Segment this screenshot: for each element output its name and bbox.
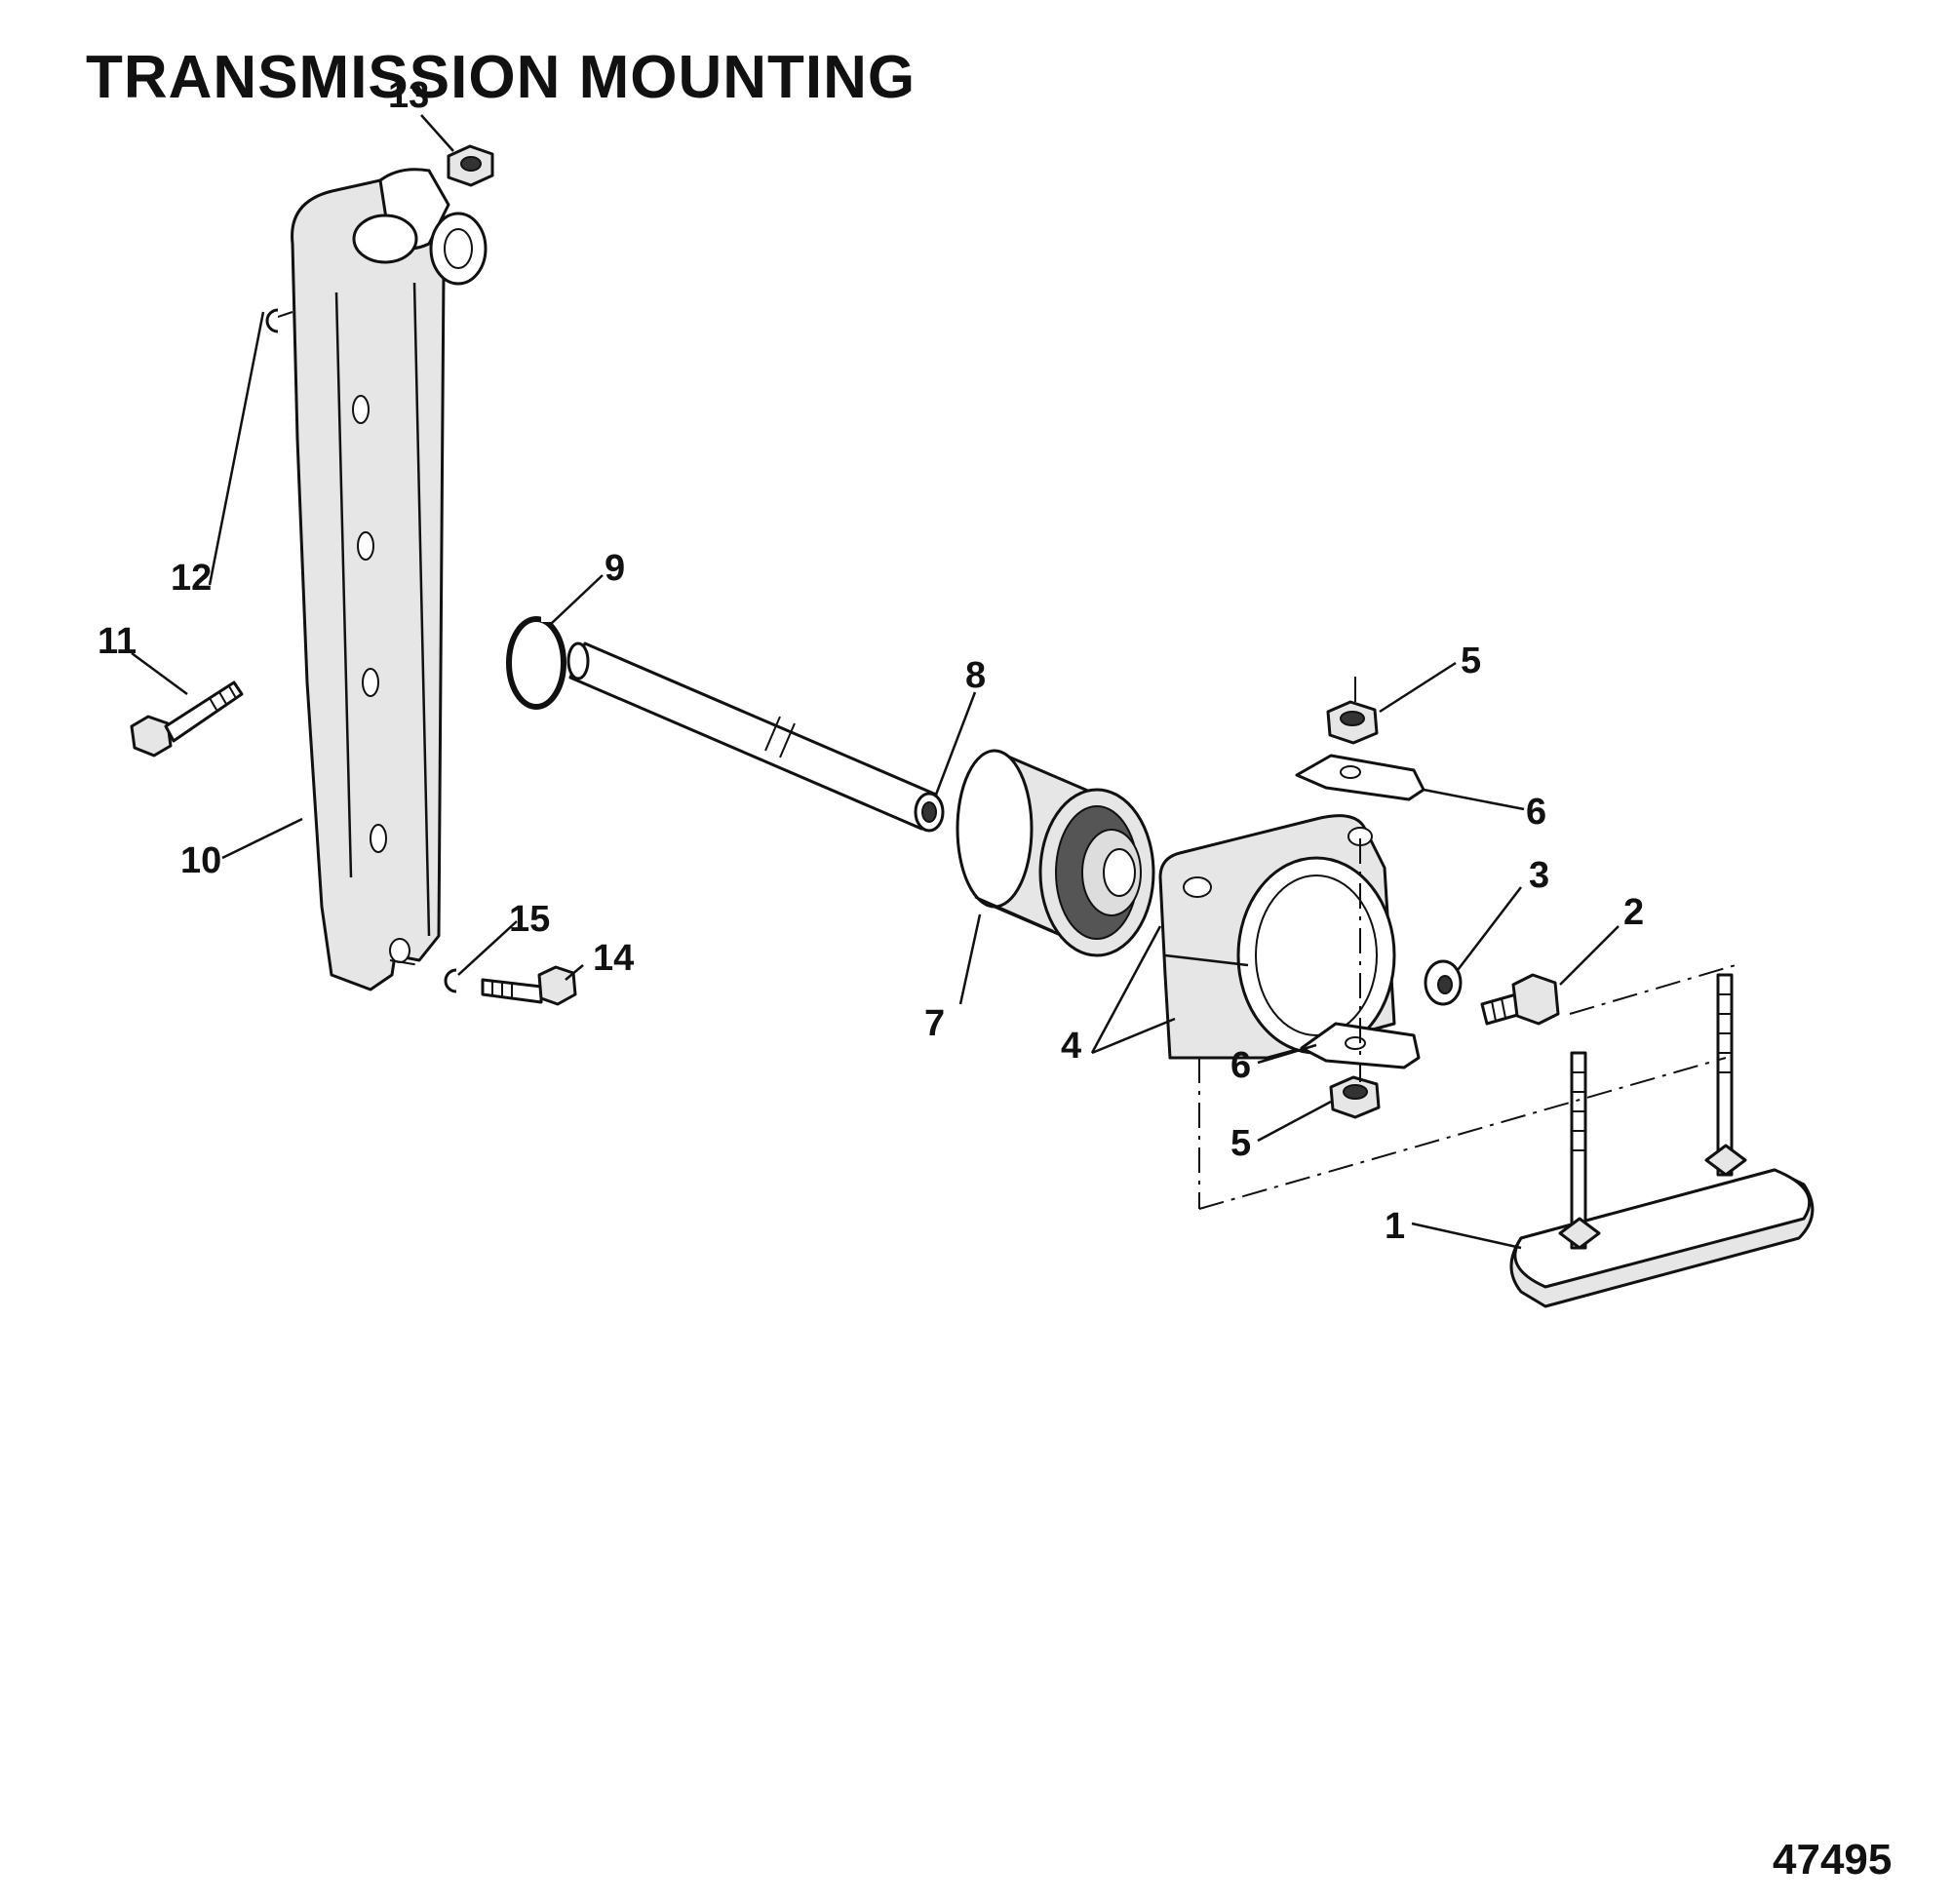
callout-5-upper: 5 xyxy=(1461,641,1481,681)
callout-3: 3 xyxy=(1529,855,1549,896)
e-clip-icon xyxy=(265,308,279,333)
rubber-mount-icon xyxy=(956,749,1155,957)
engine-bracket-icon xyxy=(262,168,488,991)
lock-nut-icon xyxy=(1326,700,1379,745)
retaining-ring-icon xyxy=(506,612,566,710)
stud-plate-icon xyxy=(1509,973,1815,1308)
callout-6-lower: 6 xyxy=(1230,1045,1251,1086)
tab-washer-icon xyxy=(1295,754,1425,801)
callout-6-upper: 6 xyxy=(1526,792,1546,833)
callout-5-lower: 5 xyxy=(1230,1123,1251,1164)
mount-clamp-icon xyxy=(1158,814,1396,1060)
callout-9: 9 xyxy=(605,548,625,589)
callout-10: 10 xyxy=(180,840,221,881)
lock-nut-icon xyxy=(447,144,494,187)
callout-13: 13 xyxy=(388,75,429,116)
e-clip-icon xyxy=(444,968,457,993)
callout-4: 4 xyxy=(1061,1026,1081,1067)
flat-washer-icon xyxy=(1424,959,1463,1006)
leader-lines xyxy=(131,114,1620,1250)
callout-12: 12 xyxy=(171,558,212,599)
lock-nut-icon xyxy=(1329,1075,1381,1119)
hex-bolt-icon xyxy=(481,965,577,1006)
callout-11: 11 xyxy=(98,621,137,662)
pivot-shaft-icon xyxy=(566,641,945,833)
callout-8: 8 xyxy=(965,655,986,696)
hex-bolt-icon xyxy=(130,680,244,758)
callout-15: 15 xyxy=(509,899,550,940)
figure-number: 47495 xyxy=(1773,1836,1893,1884)
callout-14: 14 xyxy=(593,938,634,979)
callout-7: 7 xyxy=(924,1003,945,1044)
tab-washer-icon xyxy=(1300,1022,1421,1069)
callout-1: 1 xyxy=(1385,1206,1405,1247)
callout-labels: 13 12 11 10 15 14 9 8 7 4 5 6 3 2 6 5 1 xyxy=(98,75,1644,1247)
hex-bolt-icon xyxy=(1480,973,1560,1026)
assembly-lines xyxy=(1198,673,1737,1210)
page-title: TRANSMISSION MOUNTING xyxy=(86,44,917,111)
callout-2: 2 xyxy=(1623,892,1644,933)
